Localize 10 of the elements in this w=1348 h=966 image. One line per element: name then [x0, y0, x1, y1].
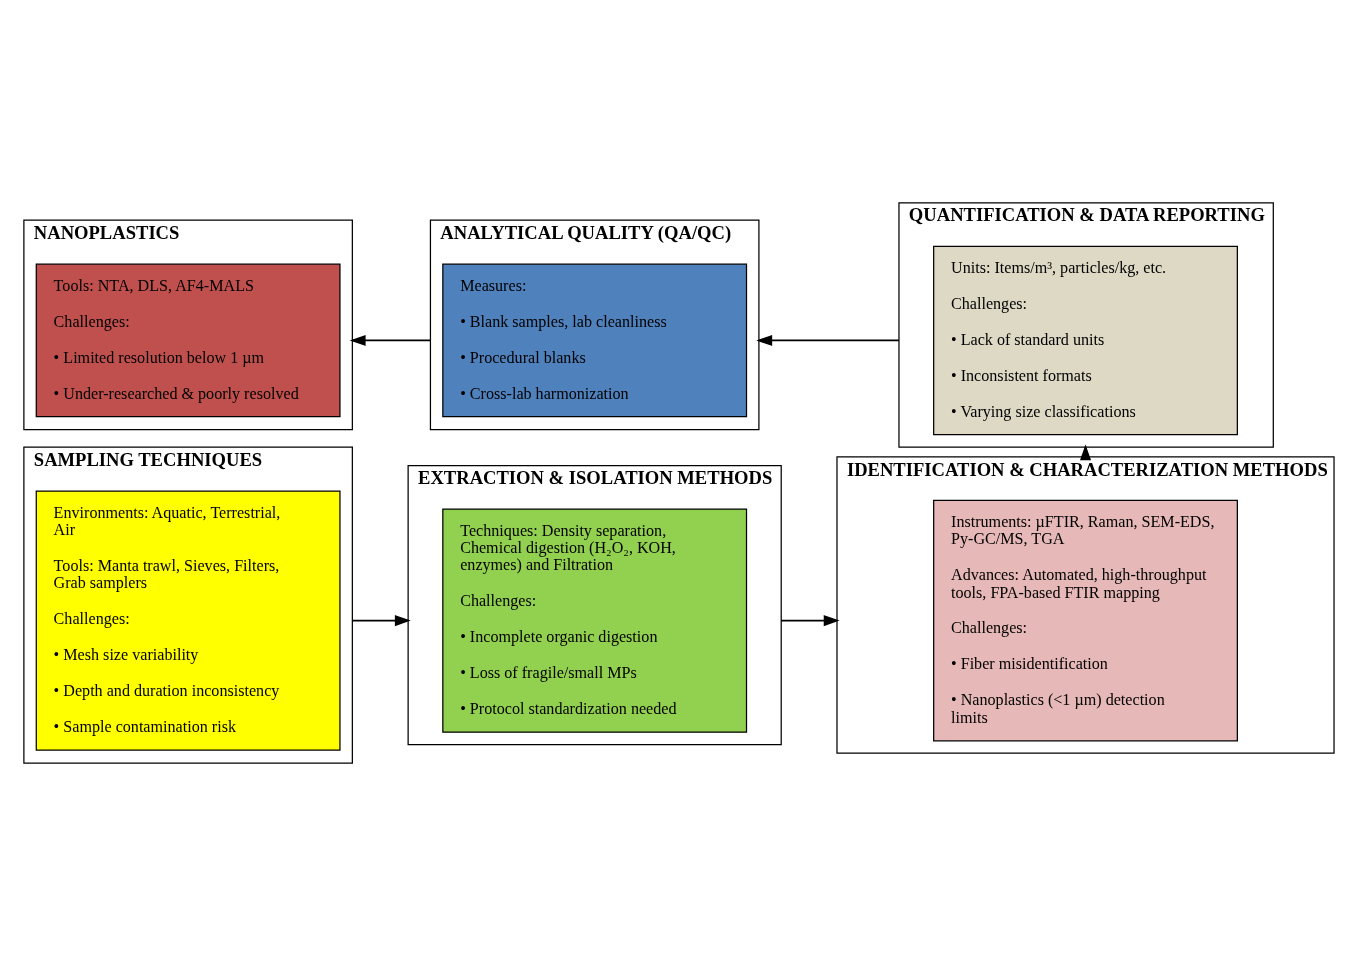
node-box: Environments: Aquatic, Terrestrial, Air Tools: Manta trawl, Sieves, Filters, Grab samplers Challenges: • Mesh size variability • Depth and duration inconsistency • Sample contamination risk	[35, 490, 341, 751]
arrow	[351, 615, 411, 627]
node-box: Instruments: µFTIR, Raman, SEM-EDS, Py-GC/MS, TGA Advances: Automated, high-throughput tools, FPA-based FTIR mapping Challenges: • Fiber misidentification • Nanoplastics (<1 µm) detection limits	[933, 499, 1238, 742]
node-box: Units: Items/m³, particles/kg, etc. Challenges: • Lack of standard units • Inconsistent formats • Varying size classifications	[933, 245, 1238, 436]
node-box: Measures: • Blank samples, lab cleanliness • Procedural blanks • Cross-lab harmonization	[442, 263, 748, 418]
arrow	[349, 334, 432, 347]
arrow	[780, 615, 840, 627]
arrow	[756, 334, 900, 347]
node-box: Tools: NTA, DLS, AF4-MALS Challenges: • Limited resolution below 1 µm • Under-researched & poorly resolved	[35, 263, 341, 418]
node-box: Techniques: Density separation, Chemical digestion (H₂O₂, KOH, enzymes) and Filtration Challenges: • Incomplete organic digestion • Loss of fragile/small MPs • Protocol standardization needed	[442, 508, 748, 733]
